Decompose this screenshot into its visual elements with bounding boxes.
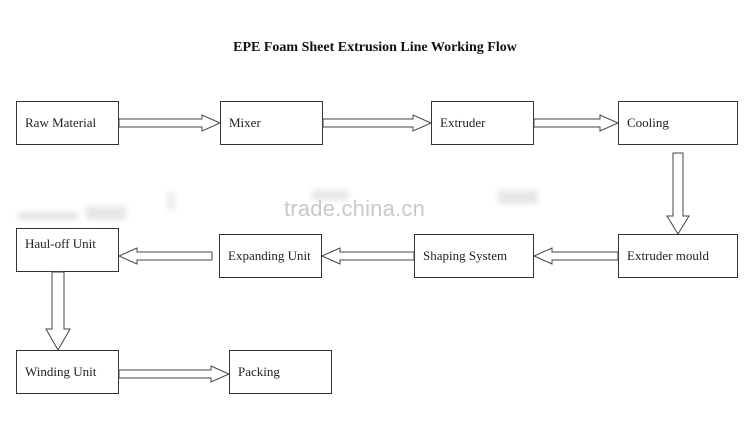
node-winding-unit: Winding Unit [16,350,119,394]
node-cooling: Cooling [618,101,738,145]
diagram-title: EPE Foam Sheet Extrusion Line Working Fl… [233,40,517,55]
node-extruder-mould: Extruder mould [618,234,738,278]
watermark-smudge [168,192,174,210]
arrow-down-icon [666,152,690,235]
arrow-left-icon [320,247,415,265]
node-haul-off-unit: Haul-off Unit [16,228,119,272]
watermark-smudge [18,212,78,220]
watermark-smudge [312,190,348,200]
watermark-smudge [498,190,538,204]
node-packing: Packing [229,350,332,394]
node-mixer: Mixer [220,101,323,145]
arrow-left-icon [532,247,619,265]
arrow-left-icon [117,247,213,265]
arrow-down-icon [45,271,71,352]
node-shaping-system: Shaping System [414,234,534,278]
arrow-right-icon [118,365,231,383]
watermark-smudge [86,206,126,220]
arrow-right-icon [533,114,620,132]
arrow-right-icon [322,114,433,132]
watermark-text: trade.china.cn [284,196,425,221]
node-expanding-unit: Expanding Unit [219,234,322,278]
arrow-right-icon [118,114,222,132]
